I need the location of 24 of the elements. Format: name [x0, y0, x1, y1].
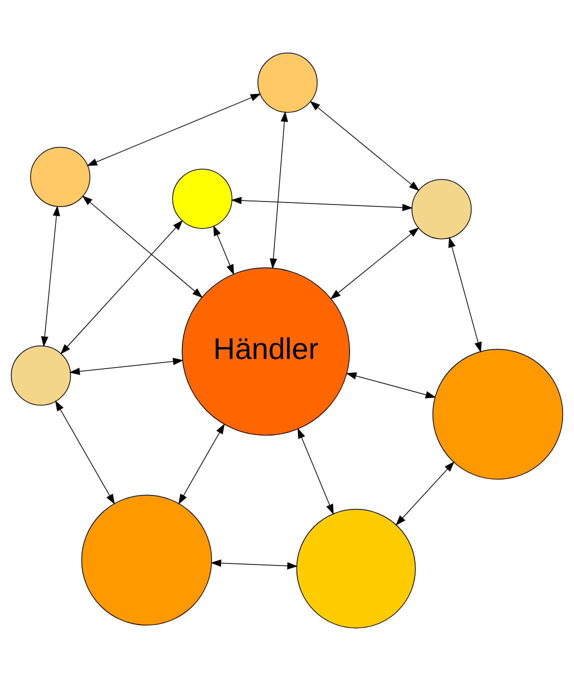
node-circle	[172, 168, 232, 229]
arrow	[270, 111, 288, 270]
arrow	[41, 205, 60, 347]
node-circle	[10, 346, 71, 406]
arrow	[298, 428, 334, 515]
node-circle	[30, 146, 90, 207]
arrow	[310, 100, 420, 192]
node-circle	[258, 52, 318, 113]
arrow	[330, 227, 420, 300]
node-circle	[296, 508, 416, 628]
arrow	[69, 358, 184, 376]
arrow	[213, 225, 234, 276]
arrow	[82, 195, 203, 298]
arrow	[448, 236, 482, 353]
node-circle	[412, 179, 472, 240]
arrow	[346, 372, 436, 398]
node-circle	[432, 348, 564, 480]
arrow	[230, 196, 413, 212]
arrow	[178, 423, 225, 505]
arrow	[60, 220, 183, 354]
arrow	[210, 559, 298, 570]
arrow	[86, 94, 262, 166]
arrow	[55, 400, 115, 505]
arrow	[396, 461, 454, 526]
